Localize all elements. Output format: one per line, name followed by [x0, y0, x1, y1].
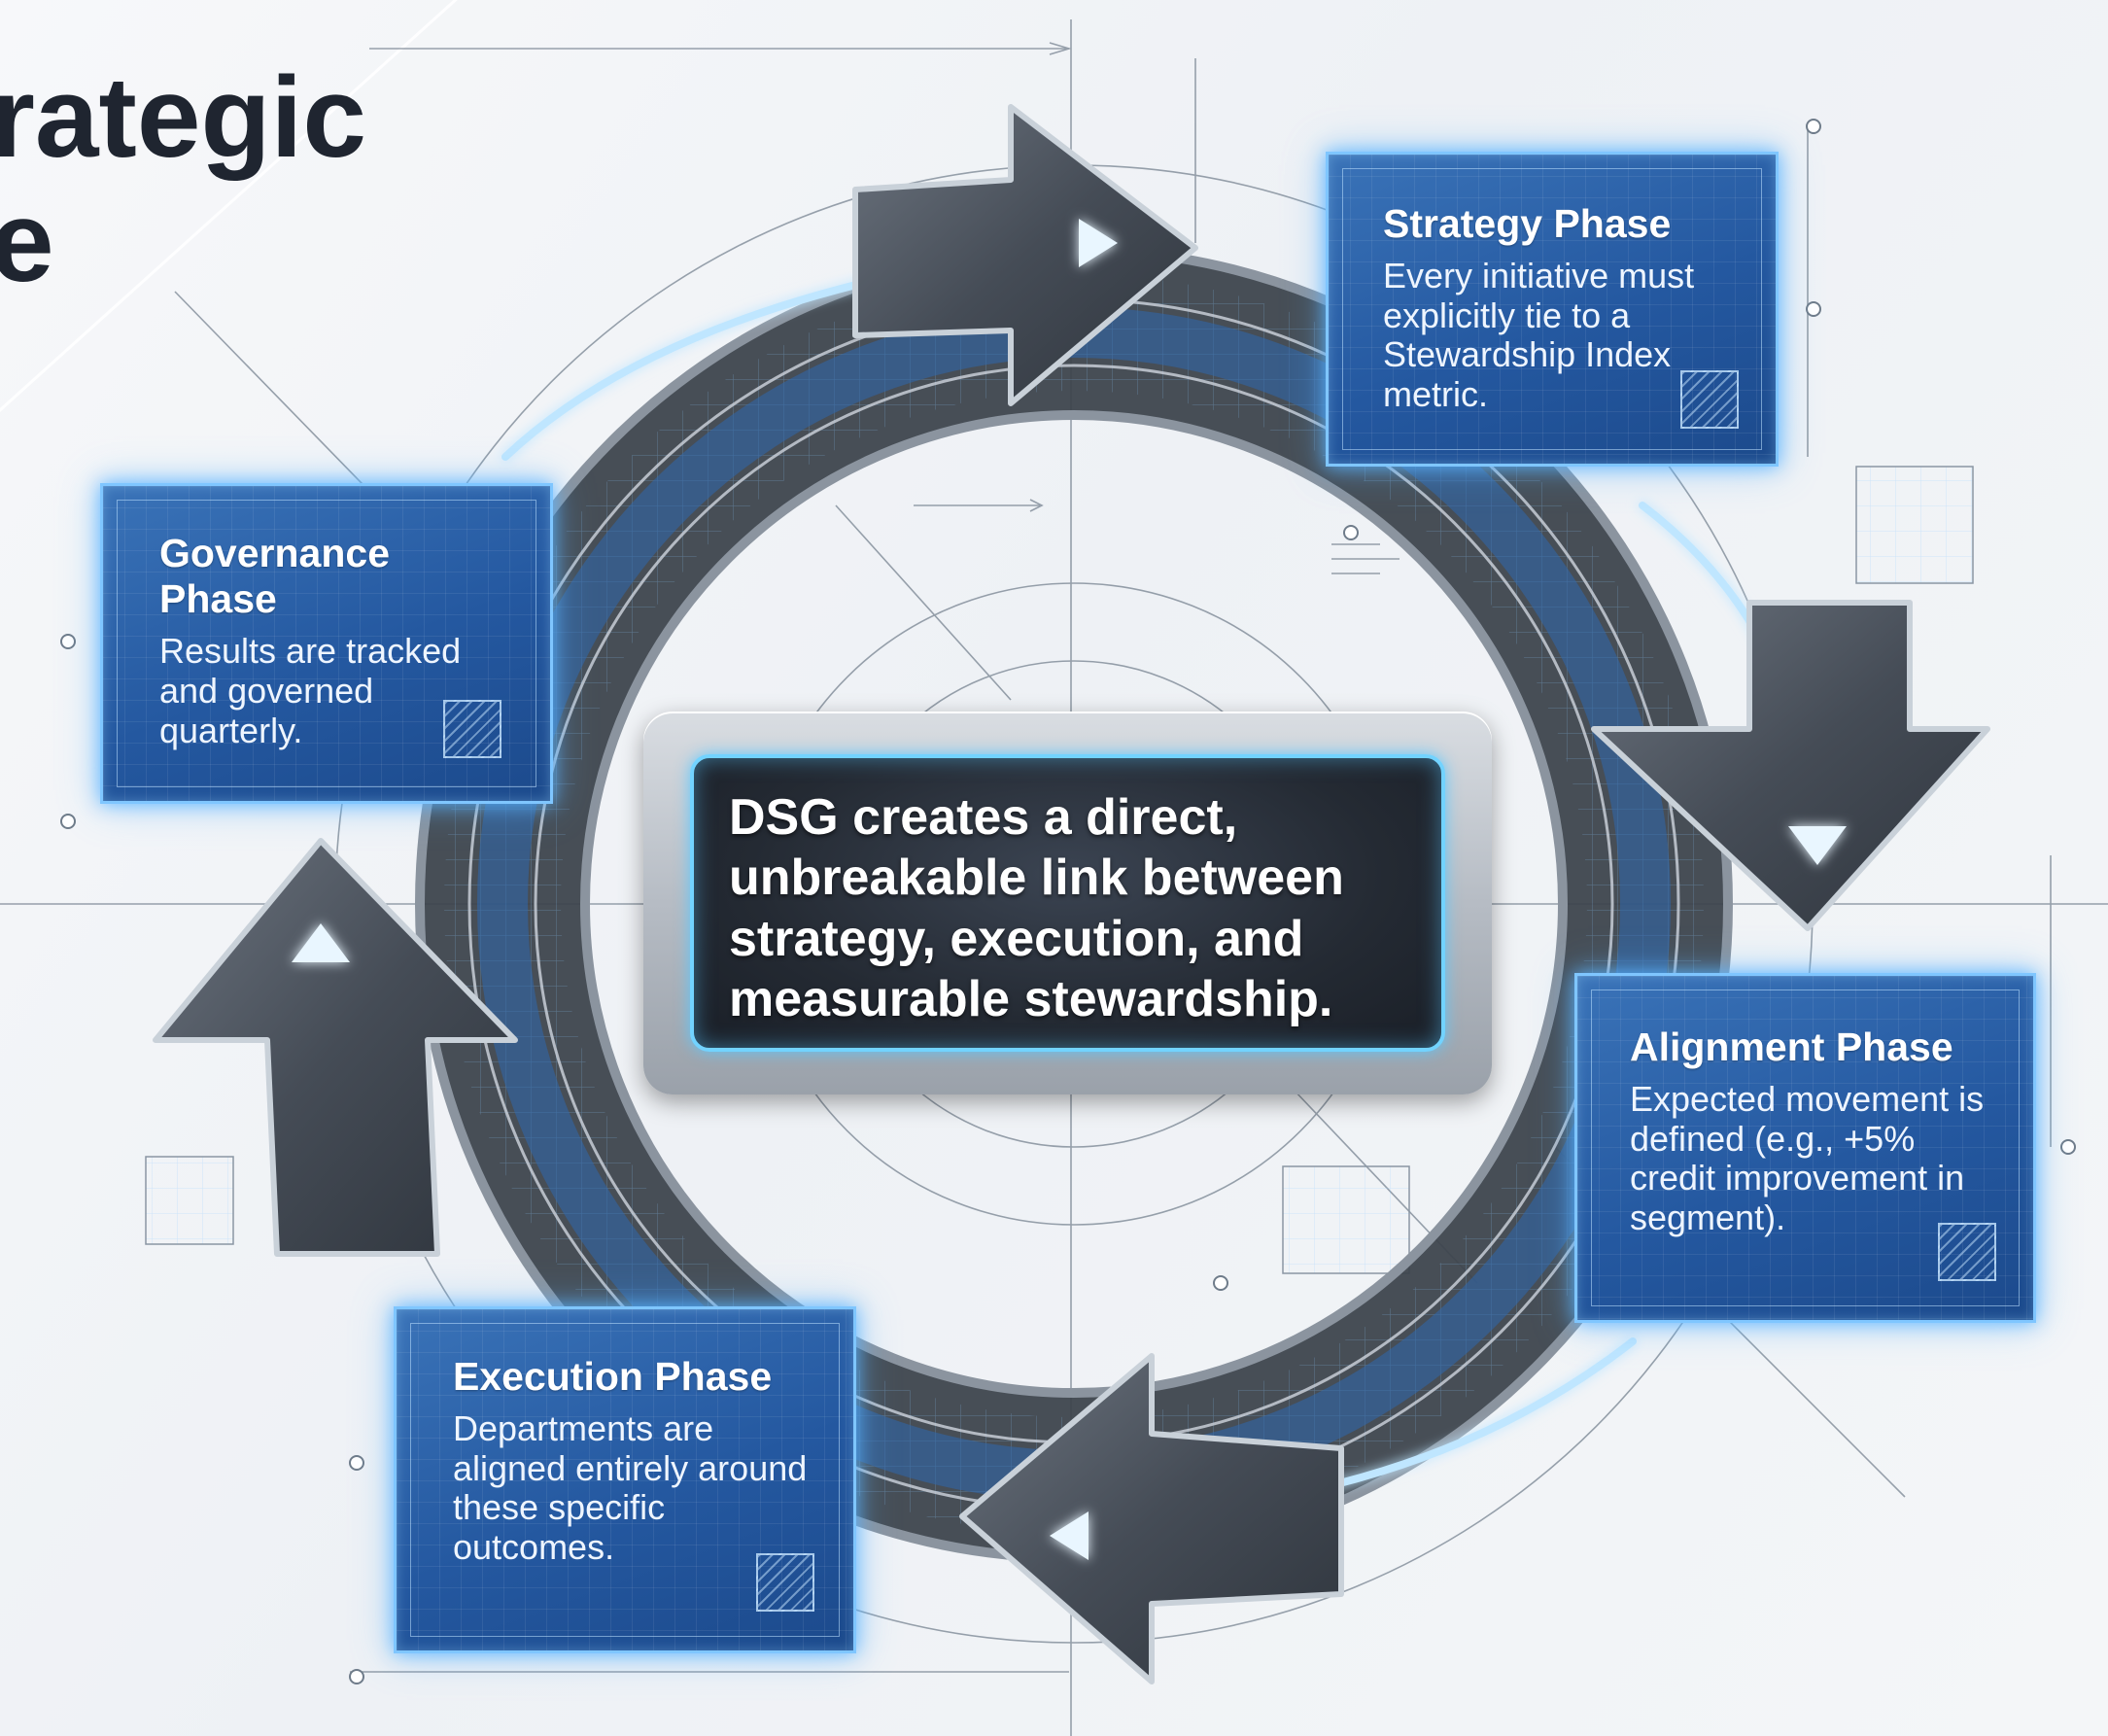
arrow-left: [153, 838, 518, 1257]
arrow-top: [852, 104, 1198, 406]
execution-phase-box: Execution Phase Departments are aligned …: [394, 1306, 856, 1653]
governance-phase-box: Governance Phase Results are tracked and…: [100, 483, 553, 804]
arrow-bottom: [959, 1353, 1344, 1684]
center-statement-screen: [690, 754, 1445, 1052]
strategy-phase-description: Every initiative must explicitly tie to …: [1383, 256, 1695, 415]
center-statement-panel: DSG creates a direct, unbreakable link b…: [643, 712, 1492, 1094]
strategy-phase-title: Strategy Phase: [1383, 201, 1672, 246]
hatch-corner-icon: [443, 700, 501, 758]
page-title-line-2: e: [0, 178, 54, 306]
hatched-patches: [145, 466, 1974, 1274]
execution-phase-title: Execution Phase: [453, 1354, 773, 1399]
strategy-phase-box: Strategy Phase Every initiative must exp…: [1326, 152, 1779, 467]
execution-phase-description: Departments are aligned entirely around …: [453, 1408, 808, 1568]
alignment-phase-box: Alignment Phase Expected movement is def…: [1574, 973, 2036, 1323]
hatch-corner-icon: [756, 1553, 814, 1612]
center-statement-text: DSG creates a direct, unbreakable link b…: [729, 789, 1344, 1028]
governance-phase-description: Results are tracked and governed quarter…: [159, 631, 462, 750]
alignment-phase-description: Expected movement is defined (e.g., +5% …: [1630, 1079, 1985, 1238]
page-title-line-1: rategic: [0, 53, 366, 182]
blueprint-nodes: [60, 119, 2076, 1684]
arrow-right: [1591, 600, 1990, 931]
hatch-corner-icon: [1938, 1223, 1996, 1281]
alignment-phase-title: Alignment Phase: [1630, 1024, 1953, 1069]
hatch-corner-icon: [1680, 370, 1739, 429]
governance-phase-title: Governance Phase: [159, 531, 390, 622]
